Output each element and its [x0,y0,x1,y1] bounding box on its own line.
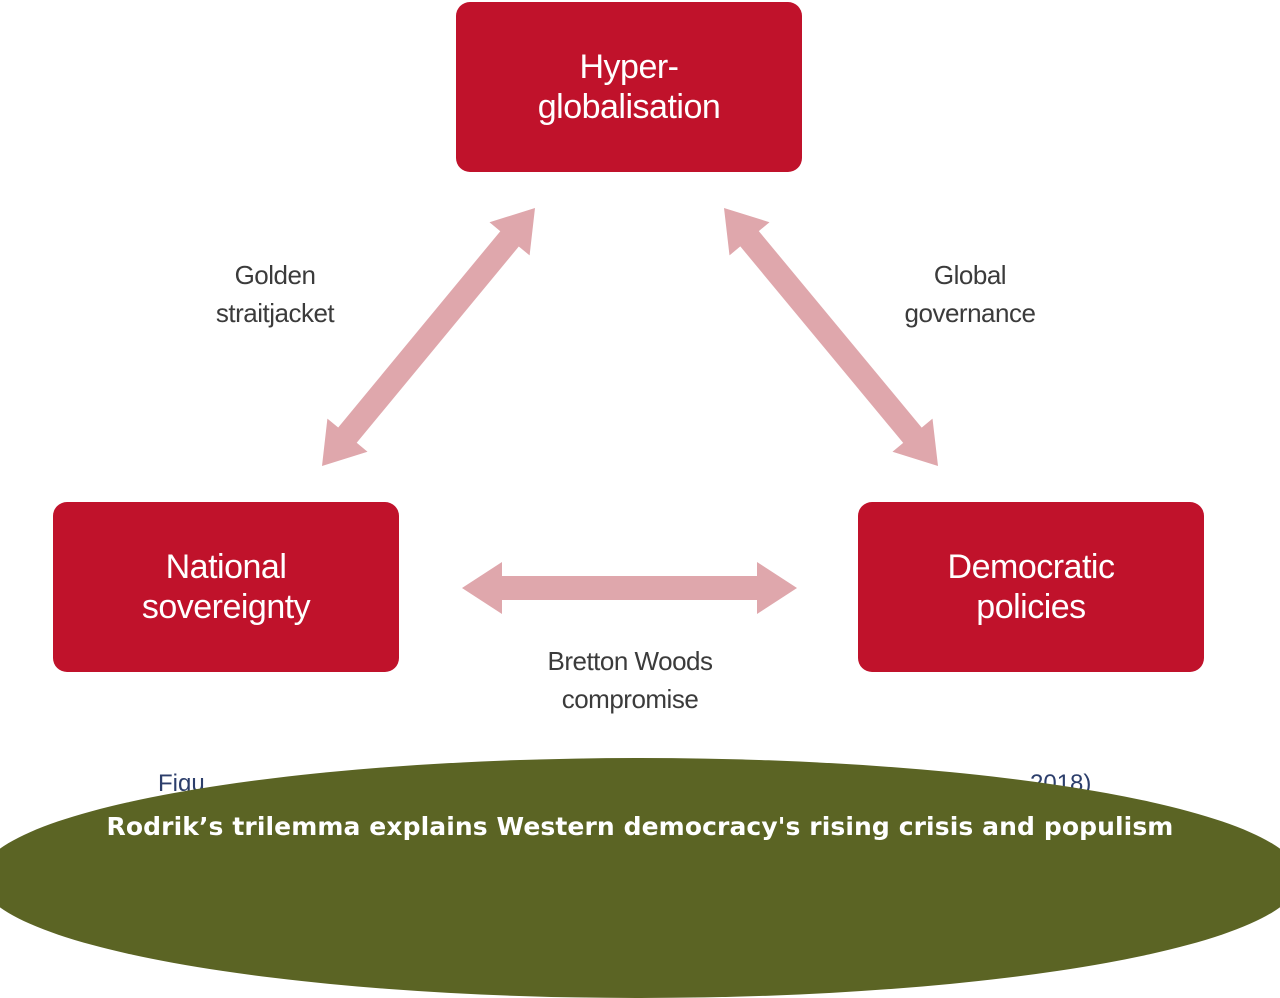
edge-label-bretton-woods-compromise-line-1: Bretton Woods [547,646,713,676]
node-national-sovereignty-line-2: sovereignty [141,588,311,626]
banner-title: Rodrik’s trilemma explains Western democ… [106,812,1174,841]
arrow-golden-straitjacket [322,208,535,466]
title-banner [0,758,1280,998]
node-national-sovereignty: National sovereignty [53,502,399,672]
node-hyper-globalisation: Hyper- globalisation [456,2,802,172]
arrow-global-governance [724,208,938,466]
edge-label-golden-straitjacket: Golden straitjacket [170,256,380,332]
node-national-sovereignty-line-1: National [165,548,287,586]
edge-label-bretton-woods-compromise: Bretton Woods compromise [500,642,760,718]
edge-label-global-governance-line-1: Global [933,260,1007,290]
edge-label-golden-straitjacket-line-2: straitjacket [215,298,335,328]
node-hyper-globalisation-line-1: Hyper- [579,48,679,86]
node-hyper-globalisation-line-2: globalisation [537,88,721,126]
edge-label-golden-straitjacket-line-1: Golden [234,260,316,290]
edge-label-bretton-woods-compromise-line-2: compromise [561,684,699,714]
diagram-arrows [322,208,938,614]
arrow-bretton-woods-compromise [462,562,797,614]
node-democratic-policies-line-1: Democratic [947,548,1115,586]
edge-label-global-governance: Global governance [870,256,1070,332]
node-democratic-policies-line-2: policies [976,588,1086,626]
node-democratic-policies: Democratic policies [858,502,1204,672]
edge-label-global-governance-line-2: governance [904,298,1036,328]
